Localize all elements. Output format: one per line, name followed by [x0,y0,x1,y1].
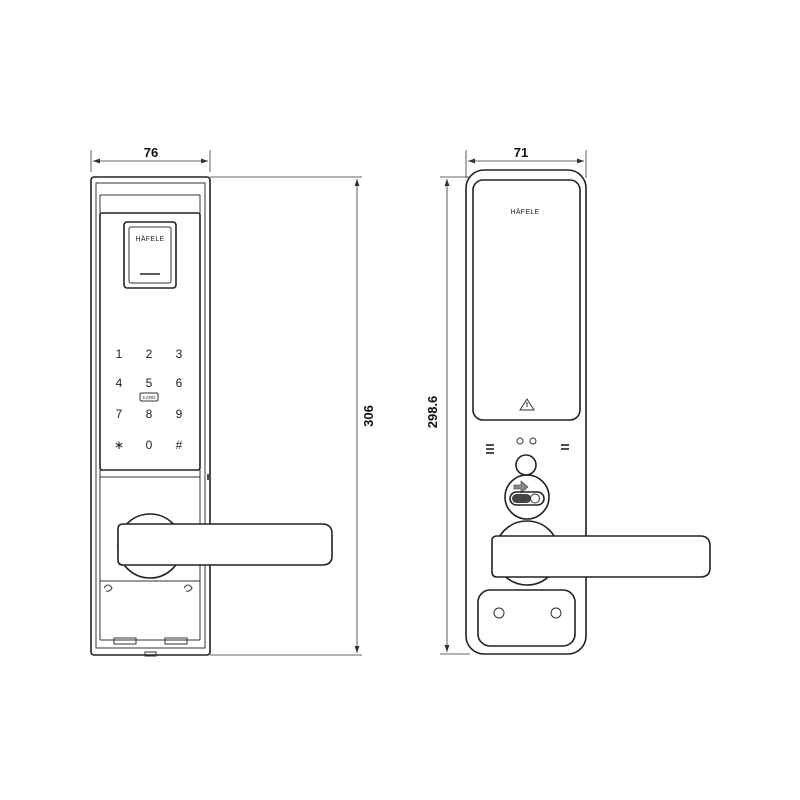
back-outer-body [465,169,587,655]
front-brand-logo: HÄFELE [135,235,164,243]
speaker-grille-left [486,444,494,454]
fingerprint-module: HÄFELE [123,221,177,289]
screw-right [550,607,562,619]
key-hash: # [176,438,183,452]
front-lever-handle [117,523,333,566]
front-inner-frame [95,182,206,649]
front-outer-body [90,176,211,656]
battery-clip-right [183,584,193,592]
front-width-label: 76 [144,145,158,160]
key-7: 7 [116,407,123,421]
side-width-label: 71 [514,145,528,160]
front-height-dimension: 306 [210,176,376,656]
key-3: 3 [176,347,183,361]
key-2: 2 [146,347,153,361]
front-width-dimension: 76 [90,145,211,172]
front-height-label: 306 [361,405,376,427]
privacy-switch [504,474,550,520]
key-1: 1 [116,347,123,361]
key-star: ∗ [114,438,124,452]
side-height-label: 298.6 [425,396,440,429]
front-view: 76 HÄFELE 1 2 3 4 5 6 CARD [90,145,376,657]
back-glass-panel [472,179,581,421]
key-0: 0 [146,438,153,452]
warning-triangle-icon [519,398,535,411]
back-brand-logo: HÄFELE [510,208,539,216]
side-width-dimension: 71 [465,145,587,178]
key-4: 4 [116,376,123,390]
front-touch-panel [99,212,201,471]
speaker-grille-right [561,444,569,450]
key-6: 6 [176,376,183,390]
back-lever-handle [491,535,711,578]
led-left [516,437,524,445]
screw-left [493,607,505,619]
led-right [529,437,537,445]
keypad: 1 2 3 4 5 6 CARD 7 8 9 ∗ 0 # [114,347,183,452]
back-view: 71 HÄFELE [425,145,711,655]
card-label: CARD [143,395,157,400]
key-9: 9 [176,407,183,421]
battery-clip-left [103,584,113,592]
inside-thumb-knob [515,454,537,476]
back-bottom-panel [477,589,576,647]
arrow-right-icon [513,480,529,494]
card-reader-badge: CARD [139,392,159,402]
key-8: 8 [146,407,153,421]
side-height-dimension: 298.6 [425,176,470,655]
key-5: 5 [146,376,153,390]
